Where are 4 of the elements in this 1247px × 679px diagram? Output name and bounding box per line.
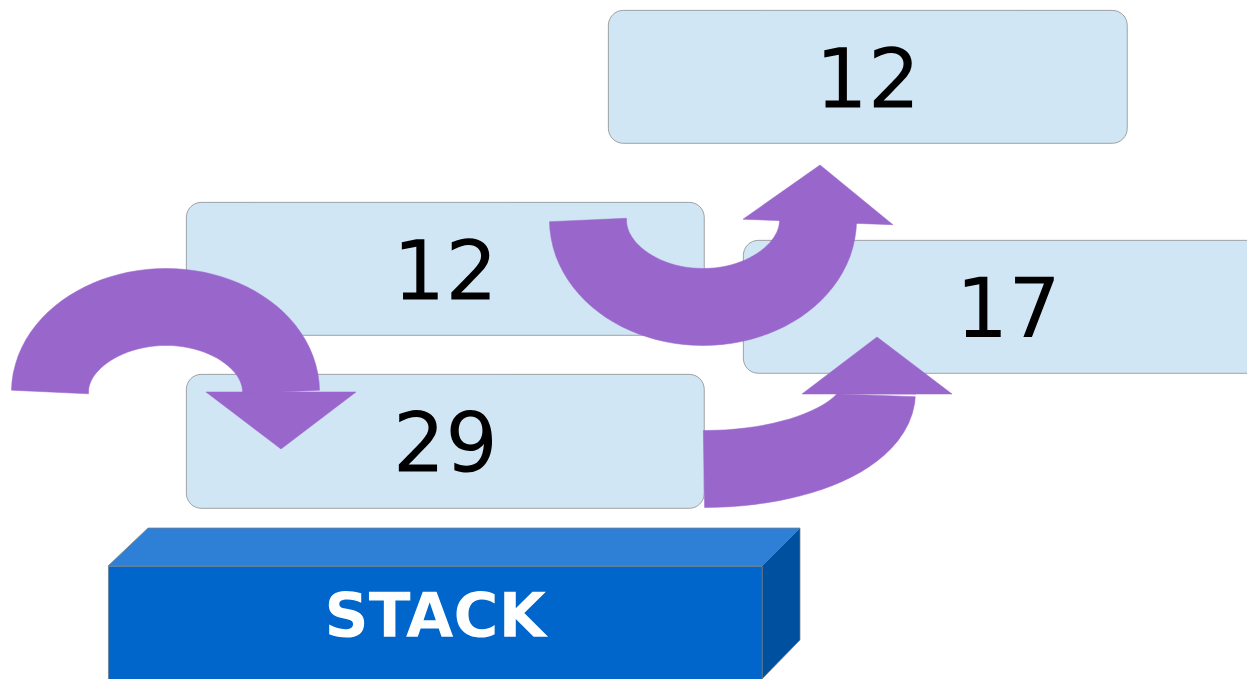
number-box: 29 (186, 374, 705, 509)
stack-block-drawing: STACK (107, 527, 801, 679)
number-box: 12 (608, 10, 1128, 144)
curved-arrow (703, 336, 953, 508)
